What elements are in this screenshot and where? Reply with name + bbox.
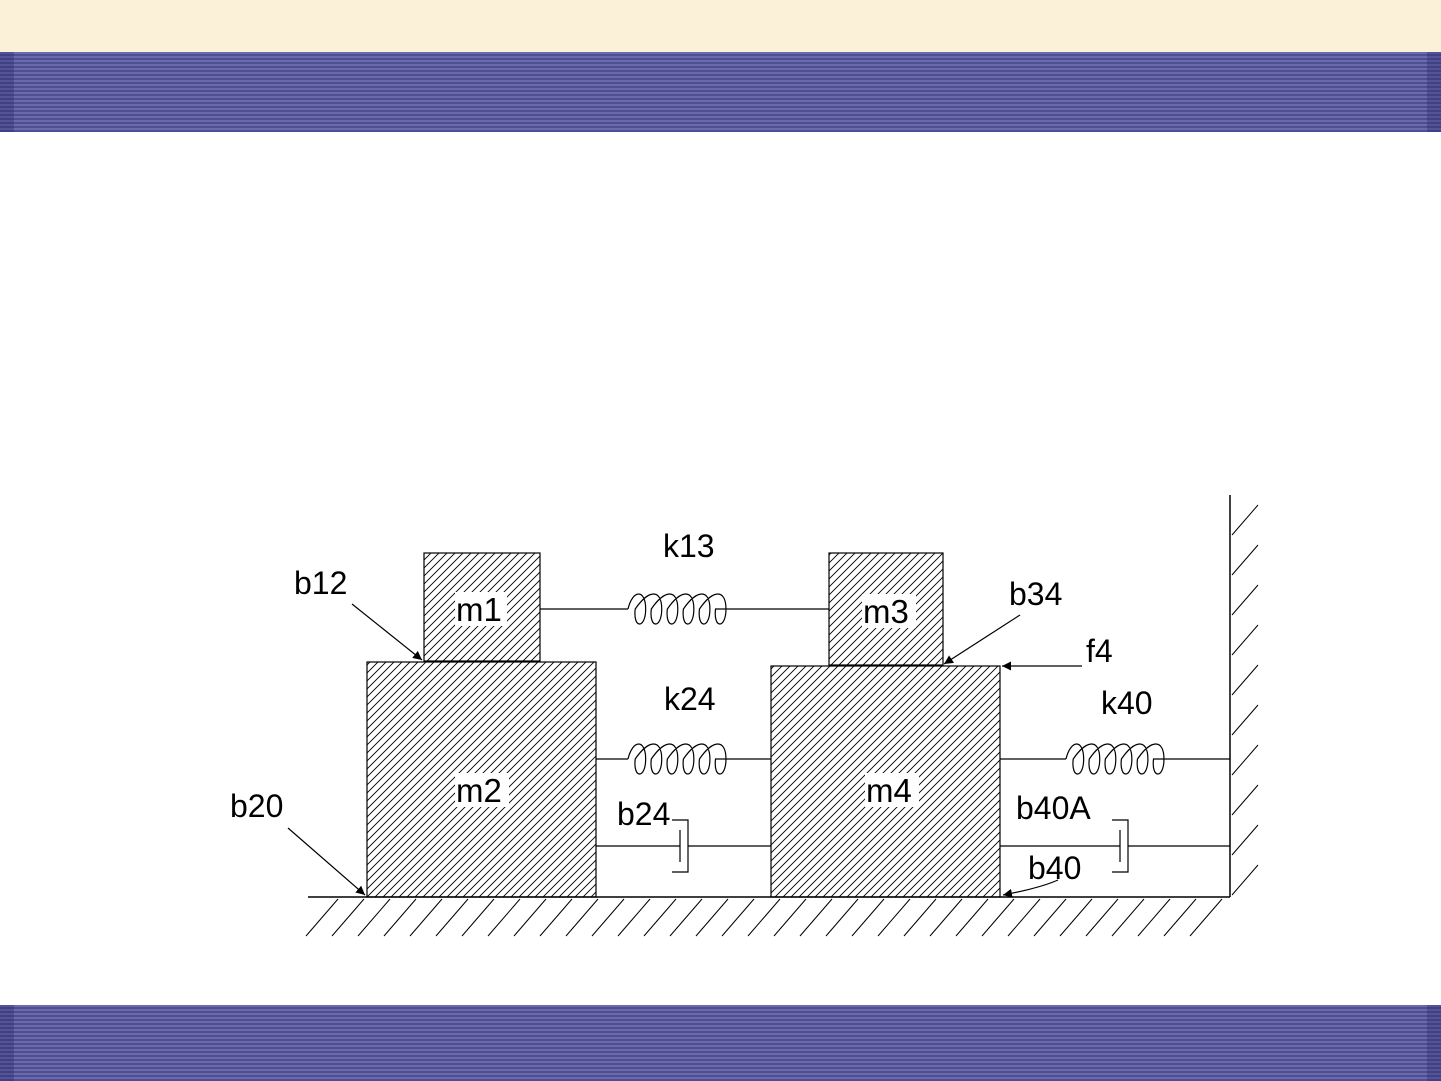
wall-hatch-line xyxy=(1232,585,1258,615)
ground-hatch-line xyxy=(904,899,936,936)
wall-hatch-line xyxy=(1232,545,1258,575)
ground-hatch-line xyxy=(826,899,858,936)
m4-label: m4 xyxy=(866,772,912,809)
ground-hatch-line xyxy=(956,899,988,936)
wall-hatch-line xyxy=(1232,665,1258,695)
wall-hatch-line xyxy=(1232,825,1258,855)
ground-hatch-line xyxy=(540,899,572,936)
ground-hatch-line xyxy=(1164,899,1196,936)
ground-hatch-line xyxy=(514,899,546,936)
spring-k40 xyxy=(1000,744,1230,774)
k24-label: k24 xyxy=(664,681,716,717)
b40a-label: b40A xyxy=(1016,790,1091,826)
ground-hatch-line xyxy=(1034,899,1066,936)
b34-label: b34 xyxy=(1009,576,1062,612)
m2-label: m2 xyxy=(456,772,502,809)
ground-hatch-line xyxy=(774,899,806,936)
ground-hatch-line xyxy=(306,899,338,936)
wall-hatch-line xyxy=(1232,705,1258,735)
k13-label: k13 xyxy=(663,528,715,564)
ground-hatch-line xyxy=(852,899,884,936)
ground-hatch-line xyxy=(644,899,676,936)
b24-label: b24 xyxy=(617,796,670,832)
spring-k13 xyxy=(540,594,829,624)
ground-hatch-line xyxy=(1008,899,1040,936)
ground xyxy=(306,897,1230,936)
ground-hatch-line xyxy=(384,899,416,936)
m1-label: m1 xyxy=(456,591,502,628)
b12-label: b12 xyxy=(294,565,347,601)
ground-hatch-line xyxy=(566,899,598,936)
pointer-b34 xyxy=(944,615,1020,664)
ground-hatch-line xyxy=(1086,899,1118,936)
m3-label: m3 xyxy=(863,593,909,630)
ground-hatch-line xyxy=(462,899,494,936)
ground-hatch-line xyxy=(358,899,390,936)
pointer-b12 xyxy=(352,604,422,660)
b40-label: b40 xyxy=(1028,850,1081,886)
ground-hatch-line xyxy=(592,899,624,936)
ground-hatch-line xyxy=(618,899,650,936)
wall-hatch-line xyxy=(1232,785,1258,815)
ground-hatch-line xyxy=(748,899,780,936)
wall-hatch-line xyxy=(1232,625,1258,655)
ground-hatch-line xyxy=(1112,899,1144,936)
ground-hatch-line xyxy=(982,899,1014,936)
ground-hatch-line xyxy=(332,899,364,936)
wall-hatch-line xyxy=(1232,745,1258,775)
wall-hatch-line xyxy=(1232,505,1258,535)
ground-hatch-line xyxy=(670,899,702,936)
wall xyxy=(1230,495,1258,897)
k40-label: k40 xyxy=(1101,685,1153,721)
ground-hatch-line xyxy=(696,899,728,936)
ground-hatch-line xyxy=(722,899,754,936)
ground-hatch-line xyxy=(1190,899,1222,936)
ground-hatch-line xyxy=(1060,899,1092,936)
spring-k24 xyxy=(596,744,771,774)
ground-hatch-line xyxy=(488,899,520,936)
ground-hatch-line xyxy=(1138,899,1170,936)
pointer-b20 xyxy=(288,828,365,895)
wall-hatch-line xyxy=(1232,865,1258,895)
ground-hatch-line xyxy=(410,899,442,936)
ground-hatch-line xyxy=(878,899,910,936)
ground-hatch-line xyxy=(930,899,962,936)
ground-hatch-line xyxy=(800,899,832,936)
ground-hatch-line xyxy=(436,899,468,936)
b20-label: b20 xyxy=(230,788,283,824)
f4-label: f4 xyxy=(1086,633,1113,669)
